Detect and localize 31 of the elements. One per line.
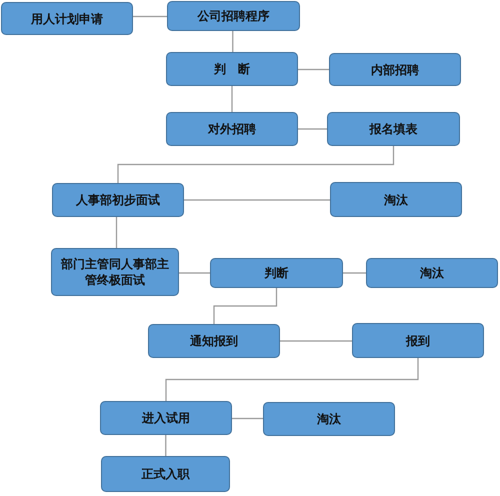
process-box: 正式入职 <box>101 456 230 492</box>
connector-line <box>213 288 278 324</box>
process-box: 部门主管同人事部主管终极面试 <box>51 248 179 296</box>
connector-line <box>165 435 166 456</box>
process-box: 淘汰 <box>263 402 395 436</box>
process-box: 人事部初步面试 <box>52 183 184 217</box>
process-box: 内部招聘 <box>329 53 461 86</box>
connector-line <box>232 31 234 52</box>
connector-line <box>117 146 394 183</box>
connector-line <box>280 340 352 342</box>
connector-line <box>231 86 233 112</box>
connector-line <box>298 68 329 70</box>
connector-line <box>343 272 366 274</box>
connector-line <box>116 217 118 248</box>
connector-line <box>184 199 330 201</box>
process-box: 淘汰 <box>330 182 462 217</box>
process-box: 通知报到 <box>148 324 280 358</box>
process-box: 对外招聘 <box>166 112 298 146</box>
connector-line <box>232 418 263 420</box>
process-box: 公司招聘程序 <box>167 1 300 31</box>
connector-line <box>133 16 167 18</box>
process-box: 判 断 <box>166 52 298 86</box>
connector-line <box>165 358 419 401</box>
connector-line <box>298 128 327 130</box>
process-box: 进入试用 <box>100 401 232 435</box>
process-box: 报到 <box>352 323 484 358</box>
process-box: 淘汰 <box>366 258 498 288</box>
process-box: 判断 <box>210 258 343 288</box>
process-box: 报名填表 <box>327 112 460 146</box>
connector-line <box>179 272 210 274</box>
process-box: 用人计划申请 <box>1 2 133 35</box>
